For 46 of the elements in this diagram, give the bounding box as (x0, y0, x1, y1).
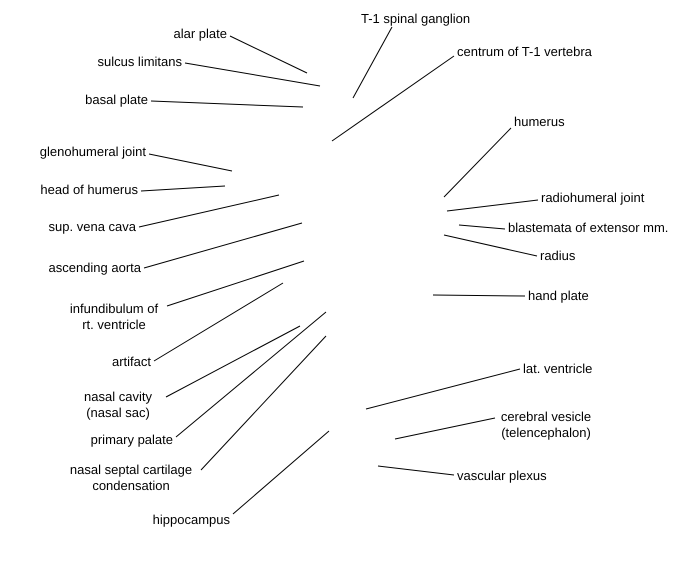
leader-line (154, 282, 284, 362)
leader-line (232, 430, 330, 514)
structure-label: nasal septal cartilage condensation (61, 462, 201, 494)
leader-line (352, 26, 392, 98)
leader-line (150, 100, 304, 108)
structure-label: lat. ventricle (520, 361, 596, 377)
structure-label: ascending aorta (45, 260, 144, 276)
leader-line (138, 194, 280, 228)
leader-line (458, 224, 506, 230)
structure-label: radius (537, 248, 578, 264)
structure-label: hand plate (525, 288, 592, 304)
structure-label: primary palate (88, 432, 176, 448)
leader-line (166, 326, 300, 398)
structure-label: infundibulum of rt. ventricle (61, 301, 167, 333)
leader-line (140, 186, 226, 192)
leader-line (144, 222, 302, 268)
leader-line (148, 154, 232, 172)
structure-label: cerebral vesicle (telencephalon) (495, 409, 597, 441)
leader-line (432, 294, 526, 296)
leader-line (332, 56, 454, 142)
leader-line (444, 234, 538, 256)
structure-label: alar plate (170, 26, 230, 42)
leader-line (200, 336, 326, 470)
leader-line (446, 200, 538, 212)
structure-label: humerus (511, 114, 568, 130)
structure-label: vascular plexus (454, 468, 550, 484)
structure-label: glenohumeral joint (36, 144, 149, 160)
leader-line (184, 62, 320, 86)
structure-label: basal plate (82, 92, 151, 108)
structure-label: radiohumeral joint (538, 190, 648, 206)
structure-label: T-1 spinal ganglion (358, 11, 474, 27)
structure-label: hippocampus (150, 512, 233, 528)
leader-line (166, 260, 304, 306)
leader-line (176, 312, 326, 438)
leader-line (366, 368, 520, 410)
structure-label: centrum of T-1 vertebra (454, 44, 595, 60)
leader-line (394, 418, 496, 440)
structure-label: artifact (108, 354, 154, 370)
structure-label: nasal cavity (nasal sac) (70, 389, 166, 421)
structure-label: sulcus limitans (94, 54, 185, 70)
leader-line (444, 128, 512, 198)
structure-label: head of humerus (37, 182, 141, 198)
leader-line (378, 466, 454, 476)
structure-label: sup. vena cava (46, 219, 139, 235)
leader-line (230, 36, 308, 74)
structure-label: blastemata of extensor mm. (505, 220, 672, 236)
